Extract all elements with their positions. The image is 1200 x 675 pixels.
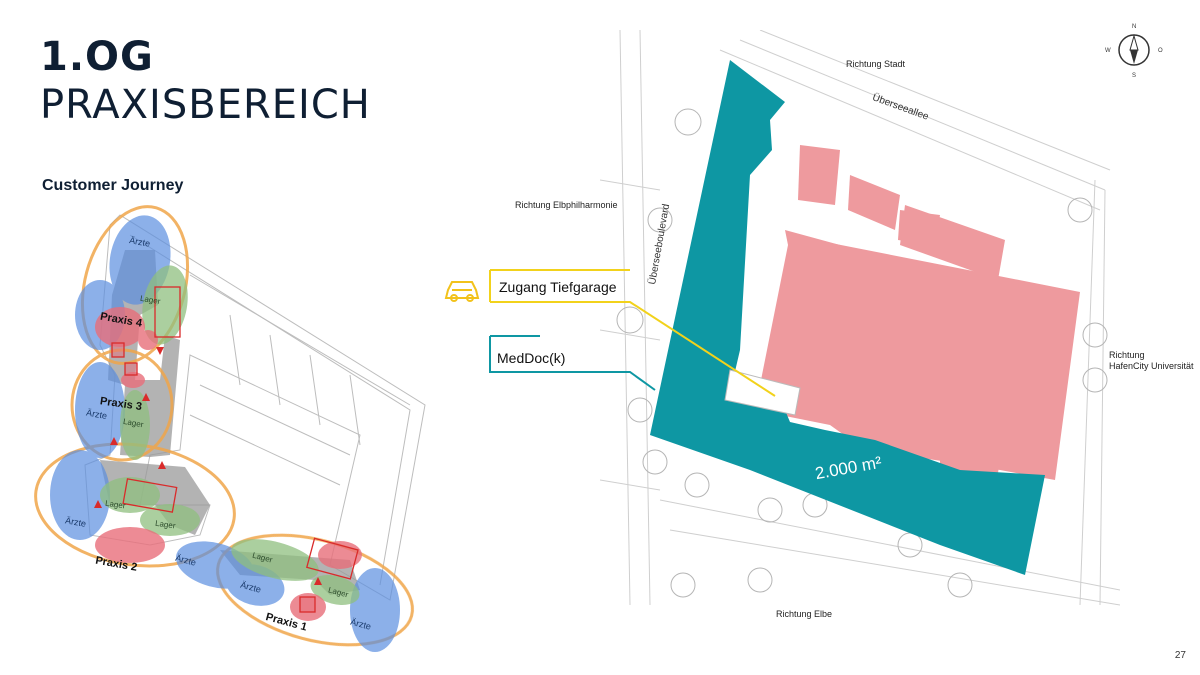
label-lager-4: Lager — [139, 294, 161, 306]
compass-s: S — [1132, 73, 1136, 79]
label-aerzte-4: Ärzte — [128, 235, 150, 248]
area-title: PRAXISBEREICH — [40, 82, 371, 128]
context-lines — [600, 30, 1120, 606]
compass-o: O — [1158, 48, 1163, 54]
trees — [616, 108, 1108, 598]
garage-access — [724, 369, 801, 416]
practice-zones — [95, 307, 362, 621]
meddoc-area — [650, 60, 1045, 575]
label-aerzte-3: Ärzte — [85, 408, 107, 421]
callout-garage: Zugang Tiefgarage — [499, 279, 617, 295]
label-praxis-3: Praxis 3 — [99, 395, 142, 413]
direction-south: Richtung Elbe — [776, 609, 833, 619]
site-plan: 2.000 m² Überseeallee Überseeboulevard — [600, 30, 1120, 606]
practice-rooms — [111, 286, 359, 613]
label-lager-2a: Lager — [105, 499, 127, 511]
street-top: Überseeallee — [871, 91, 931, 123]
direction-north: Richtung Stadt — [846, 59, 906, 69]
label-aerzte-2a: Ärzte — [64, 515, 86, 528]
direction-east-2: HafenCity Universität — [1109, 361, 1194, 371]
journey-arrows — [94, 347, 322, 585]
customer-journey-heading: Customer Journey — [42, 177, 184, 194]
direction-west: Richtung Elbphilharmonie — [515, 200, 618, 210]
label-lager-2b: Lager — [155, 519, 177, 531]
label-lager-3: Lager — [122, 417, 144, 429]
storage-zones — [100, 265, 360, 605]
direction-east-1: Richtung — [1109, 350, 1145, 360]
compass-icon: N S W O — [1105, 24, 1163, 79]
compass-w: W — [1105, 48, 1111, 54]
car-icon — [444, 281, 480, 302]
callout-lines — [444, 269, 776, 397]
callout-meddoc: MedDoc(k) — [497, 350, 566, 366]
page-number: 27 — [1174, 650, 1186, 661]
compass-n: N — [1132, 24, 1136, 30]
floor-title: 1.OG — [40, 34, 154, 80]
customer-journey-plan: Ärzte Lager Praxis 4 Praxis 3 Ärzte Lage… — [34, 205, 426, 652]
